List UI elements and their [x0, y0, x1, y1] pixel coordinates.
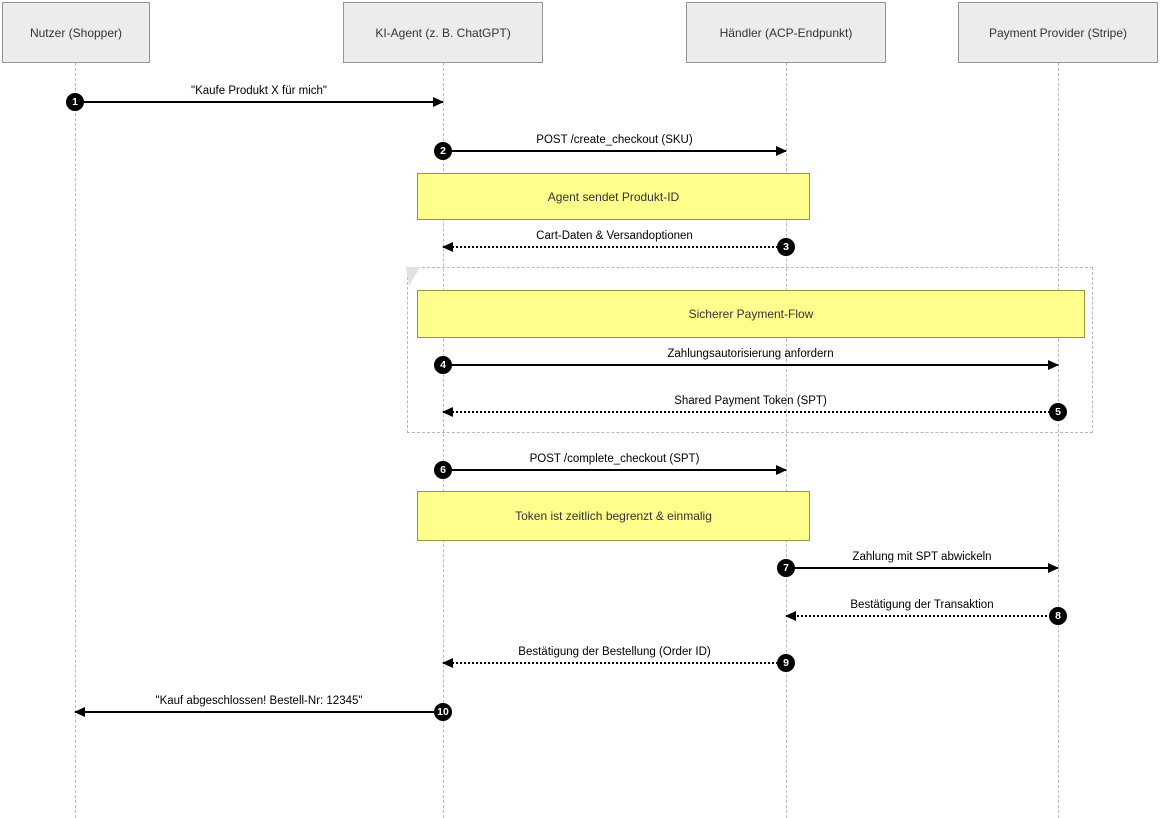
- participant-label: Nutzer (Shopper): [29, 25, 123, 40]
- message-line: [786, 615, 1058, 617]
- sequence-number-badge: 2: [434, 142, 452, 160]
- message-line: [443, 411, 1058, 413]
- message-line: [443, 662, 786, 664]
- participant-ki-agent: KI-Agent (z. B. ChatGPT): [343, 2, 543, 63]
- note-token: Token ist zeitlich begrenzt & einmalig: [417, 491, 810, 541]
- participant-payment-provider: Payment Provider (Stripe): [958, 2, 1158, 63]
- message-label: Bestätigung der Bestellung (Order ID): [518, 646, 711, 658]
- sequence-number-badge: 8: [1049, 607, 1067, 625]
- message-line: [443, 150, 786, 152]
- message-line: [443, 364, 1058, 366]
- arrowhead-icon: [442, 407, 453, 417]
- sequence-number-badge: 5: [1049, 403, 1067, 421]
- lifeline-payment-provider: [1058, 63, 1059, 818]
- lifeline-haendler: [786, 63, 787, 818]
- sequence-number-badge: 9: [777, 654, 795, 672]
- arrowhead-icon: [776, 465, 787, 475]
- arrowhead-icon: [785, 611, 796, 621]
- lifeline-ki-agent: [443, 63, 444, 818]
- message-label: POST /create_checkout (SKU): [536, 134, 693, 146]
- sequence-number-badge: 4: [434, 356, 452, 374]
- note-text: Sicherer Payment-Flow: [688, 307, 814, 321]
- message-line: [443, 469, 786, 471]
- note-text: Agent sendet Produkt-ID: [547, 189, 680, 204]
- payment-flow-fragment: [407, 267, 1093, 433]
- note-text: Token ist zeitlich begrenzt & einmalig: [515, 509, 712, 523]
- message-label: "Kauf abgeschlossen! Bestell-Nr: 12345": [155, 695, 363, 707]
- sequence-number-badge: 10: [434, 703, 452, 721]
- note-payment-flow: Sicherer Payment-Flow: [417, 290, 1085, 338]
- message-label: "Kaufe Produkt X für mich": [190, 85, 327, 97]
- participant-nutzer: Nutzer (Shopper): [2, 2, 150, 63]
- arrowhead-icon: [1048, 360, 1059, 370]
- participant-label: Händler (ACP-Endpunkt): [719, 25, 853, 40]
- message-label: Zahlungsautorisierung anfordern: [667, 348, 834, 360]
- arrowhead-icon: [433, 97, 444, 107]
- note-produkt-id: Agent sendet Produkt-ID: [417, 173, 810, 220]
- sequence-number-badge: 3: [777, 238, 795, 256]
- participant-label: KI-Agent (z. B. ChatGPT): [375, 25, 511, 40]
- message-line: [443, 246, 786, 248]
- message-label: Zahlung mit SPT abwickeln: [852, 551, 992, 563]
- participant-haendler: Händler (ACP-Endpunkt): [686, 2, 886, 63]
- message-label: POST /complete_checkout (SPT): [529, 453, 700, 465]
- message-label: Shared Payment Token (SPT): [674, 395, 827, 407]
- message-line: [75, 101, 443, 103]
- lifeline-nutzer: [75, 63, 76, 818]
- arrowhead-icon: [442, 242, 453, 252]
- arrowhead-icon: [74, 707, 85, 717]
- sequence-number-badge: 1: [66, 93, 84, 111]
- message-line: [75, 711, 443, 713]
- message-line: [786, 567, 1058, 569]
- sequence-number-badge: 6: [434, 461, 452, 479]
- participant-label: Payment Provider (Stripe): [988, 25, 1128, 40]
- arrowhead-icon: [776, 146, 787, 156]
- arrowhead-icon: [1048, 563, 1059, 573]
- message-label: Cart-Daten & Versandoptionen: [536, 230, 693, 242]
- sequence-number-badge: 7: [777, 559, 795, 577]
- arrowhead-icon: [442, 658, 453, 668]
- message-label: Bestätigung der Transaktion: [850, 599, 994, 611]
